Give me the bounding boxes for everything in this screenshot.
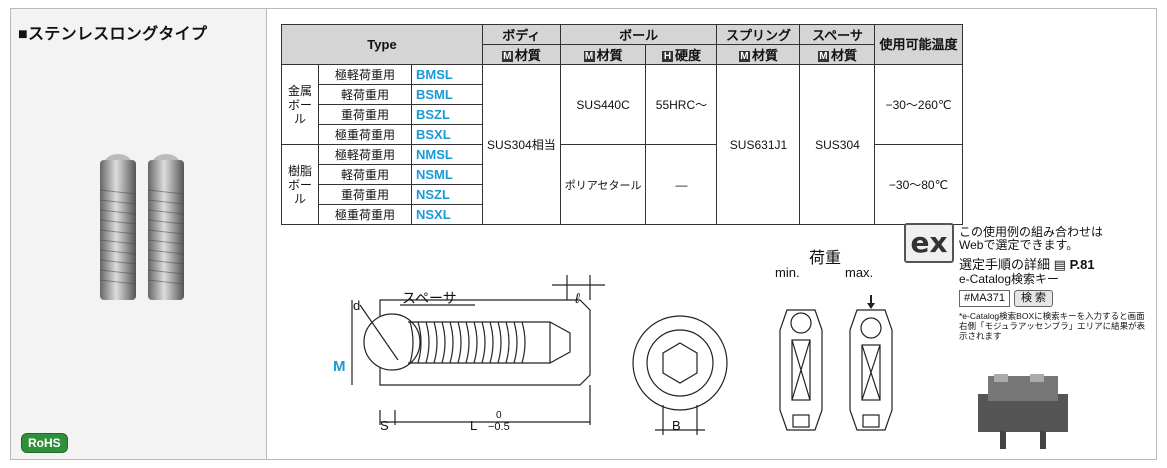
header-temp: 使用可能温度: [874, 24, 963, 65]
type-code: NSXL: [411, 204, 483, 225]
label-load: 荷重: [809, 250, 842, 267]
ball-hardness: —: [645, 144, 718, 225]
assembly-photo: [978, 374, 1068, 449]
label-tol-top: 0: [496, 410, 502, 421]
label-d: d: [353, 298, 361, 313]
info-line2: Webで選定できます。: [959, 238, 1079, 252]
load-cell: 軽荷重用: [318, 84, 412, 105]
temp-range: −30～80℃: [874, 144, 963, 225]
load-cell: 極重荷重用: [318, 124, 412, 145]
load-cell: 極軽荷重用: [318, 144, 412, 165]
rohs-badge: RoHS: [21, 433, 68, 453]
type-code: NMSL: [411, 144, 483, 165]
selection-detail[interactable]: 選定手順の詳細 ▤ P.81: [959, 257, 1095, 272]
load-cell: 重荷重用: [318, 184, 412, 205]
header-type: Type: [281, 24, 483, 65]
header-spring: スプリング: [716, 24, 801, 45]
key-label: e-Catalog検索キー: [959, 272, 1060, 286]
body-outline: [379, 299, 591, 386]
search-key[interactable]: #MA371: [959, 290, 1010, 307]
label-tol-bot: −0.5: [488, 421, 510, 433]
label-l-small: ℓ: [575, 290, 580, 306]
material-badge: M: [817, 51, 829, 63]
body-material: SUS304相当: [482, 64, 561, 225]
load-cell: 重荷重用: [318, 104, 412, 125]
header-body: ボディ: [482, 24, 561, 45]
ball-material: SUS440C: [559, 64, 647, 145]
type-code: NSZL: [411, 184, 483, 205]
product-title: ■ステンレスロングタイプ: [18, 26, 208, 43]
type-code: BSML: [411, 84, 483, 105]
label-max: max.: [845, 265, 874, 280]
label-M: M: [333, 358, 346, 375]
load-cell: 軽荷重用: [318, 164, 412, 185]
type-code: BSZL: [411, 104, 483, 125]
type-code: BMSL: [411, 64, 483, 85]
product-photo: [99, 154, 185, 300]
label-B: B: [672, 418, 681, 433]
material-badge: M: [583, 51, 595, 63]
search-note: *e-Catalog検索BOXに検索キーを入力すると画面右側「モジュラアッセンブ…: [959, 311, 1146, 341]
label-spacer: スペーサ: [402, 290, 457, 306]
page-ref[interactable]: P.81: [1069, 257, 1095, 272]
label-L: L: [470, 418, 478, 433]
temp-range: −30～260℃: [874, 64, 963, 145]
label-min: min.: [775, 265, 800, 280]
material-badge: M: [501, 51, 513, 63]
group-name: 金属ボール: [281, 64, 319, 145]
spacer-material: SUS304: [799, 64, 876, 225]
type-code: NSML: [411, 164, 483, 185]
material-badge: M: [738, 51, 750, 63]
info-line1: この使用例の組み合わせは: [959, 225, 1104, 239]
header-spacer: スペーサ: [799, 24, 876, 45]
label-S: S: [380, 418, 389, 433]
ball-material: ポリアセタール: [559, 144, 647, 225]
ball-hardness: 55HRC～: [645, 64, 718, 145]
group-name: 樹脂ボール: [281, 144, 319, 225]
technical-drawing: [351, 275, 893, 435]
product-panel: [10, 8, 267, 460]
spring-material: SUS631J1: [716, 64, 801, 225]
type-code: BSXL: [411, 124, 483, 145]
load-cell: 極重荷重用: [318, 204, 412, 225]
info-panel: この使用例の組み合わせは Webで選定できます。 選定手順の詳細 ▤ P.81 …: [959, 226, 1149, 341]
header-ball: ボール: [559, 24, 718, 45]
load-cell: 極軽荷重用: [318, 64, 412, 85]
book-icon: ▤: [1053, 257, 1066, 272]
search-button[interactable]: 検 索: [1013, 290, 1054, 307]
hardness-badge: H: [661, 51, 673, 63]
ex-icon: ex: [904, 223, 954, 263]
